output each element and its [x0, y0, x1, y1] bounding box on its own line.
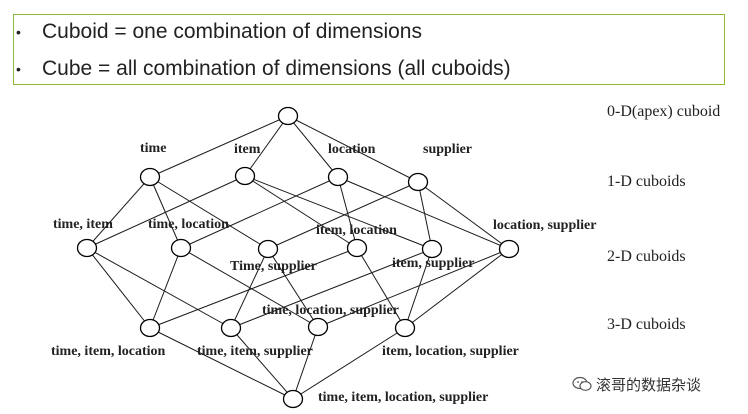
edge-time-to-time-supplier [149, 176, 269, 250]
edge-location-supplier-to-time-location-supplier [317, 248, 510, 328]
edge-time-item-to-time-item-supplier [86, 247, 232, 329]
cuboid-node-item-location-supplier [394, 318, 416, 338]
edge-item-supplier-to-time-item-supplier [230, 248, 433, 329]
edge-time-item-location-to-time-item-location-supplier [149, 327, 294, 400]
cuboid-node-apex [277, 106, 299, 126]
cuboid-node-supplier [407, 172, 429, 192]
edge-time-location-supplier-to-time-item-location-supplier [292, 326, 319, 400]
edge-location-to-time-location [180, 176, 339, 249]
level-label-0d: 0-D(apex) cuboid [607, 103, 720, 120]
edge-apex-to-time [149, 115, 289, 178]
edge-item-to-item-supplier [244, 175, 433, 250]
cuboid-node-time-location [170, 238, 192, 258]
label-time-item: time, item [53, 217, 113, 232]
edge-supplier-to-item-supplier [417, 181, 433, 250]
edge-item-location-to-time-item-location [149, 247, 358, 329]
edge-supplier-to-time-supplier [267, 181, 419, 250]
cuboid-node-time-location-supplier [307, 317, 329, 337]
cuboid-node-item [234, 166, 256, 186]
label-time-item-supplier: time, item, supplier [197, 344, 313, 359]
cuboid-node-location [327, 167, 349, 187]
wechat-icon [572, 376, 592, 391]
edge-item-to-item-location [244, 175, 358, 249]
watermark-text: 滚哥的数据杂谈 [596, 376, 702, 394]
label-time-item-location: time, item, location [51, 344, 166, 359]
edge-location-to-item-location [337, 176, 358, 249]
edge-apex-to-location [287, 115, 339, 178]
cuboid-node-time-item-supplier [220, 318, 242, 338]
cuboid-node-time-item [76, 238, 98, 258]
bullet-dot: • [16, 24, 21, 40]
label-item-supplier: item, supplier [392, 256, 474, 271]
label-supplier: supplier [423, 142, 472, 157]
edge-item-location-supplier-to-time-item-location-supplier [292, 327, 406, 400]
edge-time-item-supplier-to-time-item-location-supplier [230, 327, 294, 400]
edge-supplier-to-location-supplier [417, 181, 510, 250]
bullet-dot: • [16, 61, 21, 77]
cuboid-node-item-supplier [421, 239, 443, 259]
cuboid-node-time-item-location-supplier [282, 389, 304, 409]
cuboid-node-time-item-location [139, 318, 161, 338]
label-time-location: time, location [148, 217, 229, 232]
label-time-supplier: Time, supplier [230, 259, 317, 274]
edge-item-location-to-item-location-supplier [356, 247, 406, 329]
label-item: item [234, 142, 261, 157]
level-label-2d: 2-D cuboids [607, 248, 686, 265]
edge-apex-to-item [244, 115, 289, 177]
cuboid-node-time-supplier [257, 239, 279, 259]
edge-item-to-time-item [86, 175, 246, 249]
edge-time-item-to-time-item-location [86, 247, 151, 329]
edge-time-location-to-time-item-location [149, 247, 182, 329]
cuboid-node-location-supplier [498, 239, 520, 259]
label-time-location-supplier: time, location, supplier [262, 303, 399, 318]
cuboid-node-item-location [346, 238, 368, 258]
edge-time-to-time-item [86, 176, 151, 249]
edge-location-to-location-supplier [337, 176, 510, 250]
lattice-edges [86, 115, 510, 400]
lattice-nodes [76, 106, 520, 409]
label-location-supplier: location, supplier [493, 218, 596, 233]
cuboid-node-time [139, 167, 161, 187]
definition-text: Cuboid = one combination of dimensions [42, 20, 422, 43]
edge-location-supplier-to-item-location-supplier [404, 248, 510, 329]
edge-time-supplier-to-time-item-supplier [230, 248, 269, 329]
edge-time-supplier-to-time-location-supplier [267, 248, 319, 328]
label-time-item-location-supplier: time, item, location, supplier [318, 390, 488, 405]
edge-apex-to-supplier [287, 115, 419, 183]
definition-text: Cube = all combination of dimensions (al… [42, 57, 511, 80]
level-label-1d: 1-D cuboids [607, 173, 686, 190]
label-item-location-supplier: item, location, supplier [382, 344, 519, 359]
level-label-3d: 3-D cuboids [607, 316, 686, 333]
definitions-box: • Cuboid = one combination of dimensions… [13, 14, 725, 85]
edge-item-supplier-to-item-location-supplier [404, 248, 433, 329]
label-item-location: item, location [316, 223, 397, 238]
label-time: time [140, 141, 166, 156]
label-location: location [328, 142, 376, 157]
